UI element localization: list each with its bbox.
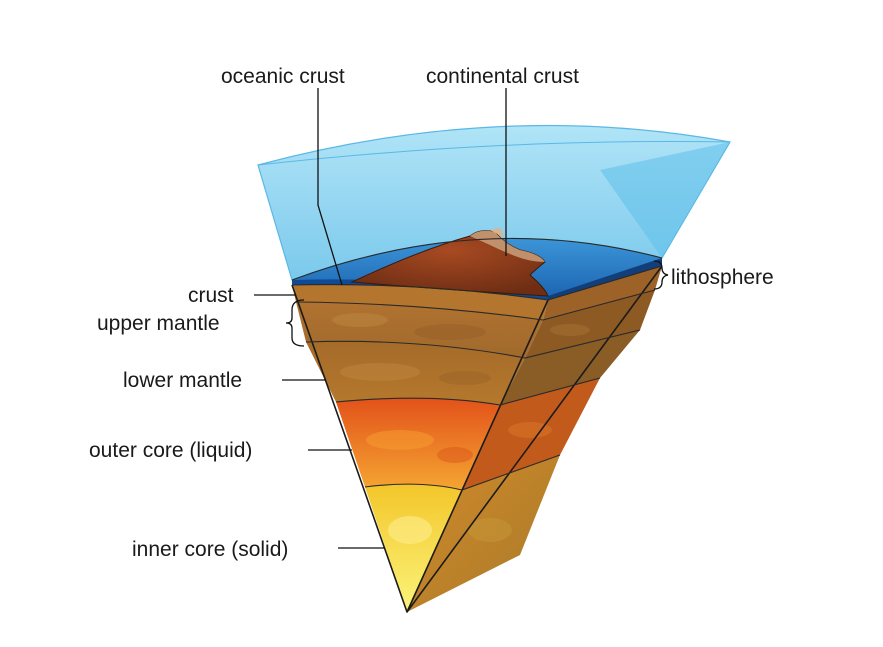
label-outer-core: outer core (liquid)	[89, 439, 252, 462]
label-inner-core: inner core (solid)	[132, 538, 288, 561]
wedge-front-face	[292, 284, 548, 612]
atmosphere	[257, 124, 731, 281]
label-lower-mantle: lower mantle	[123, 369, 242, 392]
label-lithosphere: lithosphere	[671, 266, 774, 289]
label-crust: crust	[188, 284, 234, 307]
inner-core-layer	[365, 484, 462, 612]
crust-layer	[292, 284, 548, 320]
label-continental-crust: continental crust	[426, 65, 579, 88]
upper-mantle-layer	[296, 302, 543, 358]
wedge-outline	[291, 237, 663, 613]
wedge-side-face	[407, 266, 662, 612]
leader-lines	[254, 88, 669, 549]
label-oceanic-crust: oceanic crust	[221, 65, 345, 88]
lower-mantle-layer	[306, 341, 525, 405]
label-upper-mantle: upper mantle	[97, 312, 220, 335]
